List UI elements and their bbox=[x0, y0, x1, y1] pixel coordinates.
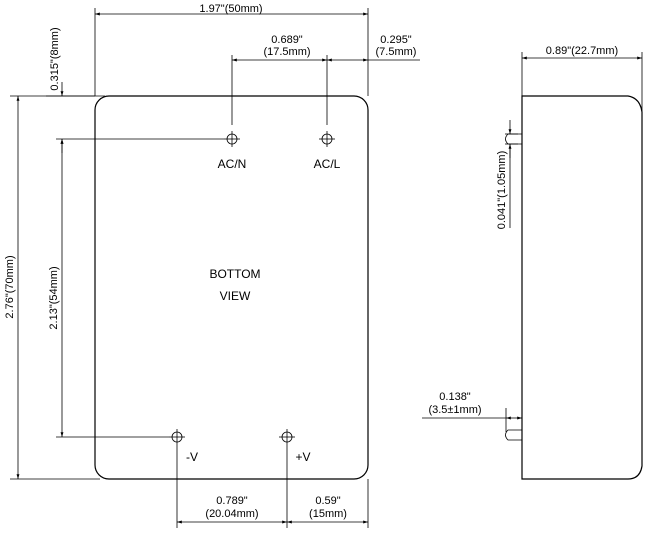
dim-pin-spacing-top: 0.689" (17.5mm) bbox=[231, 34, 328, 125]
side-view-outline bbox=[521, 95, 643, 480]
dim-top-offset-text: 0.315"(8mm) bbox=[49, 27, 61, 90]
dim-right-offset-bottom-in: 0.59" bbox=[315, 495, 340, 507]
pin-label-vneg: -V bbox=[186, 450, 198, 464]
pin-vpos-symbol bbox=[279, 429, 295, 445]
dim-right-offset-bottom: 0.59" (15mm) bbox=[287, 495, 368, 524]
bottom-view-outline bbox=[94, 95, 369, 480]
pin-acl-symbol bbox=[319, 131, 335, 147]
dim-top-offset: 0.315"(8mm) bbox=[46, 27, 224, 153]
dim-right-offset-bottom-mm: (15mm) bbox=[309, 508, 347, 520]
side-pin-bottom bbox=[505, 429, 522, 441]
dim-pin-spacing-bottom-mm: (20.04mm) bbox=[205, 508, 258, 520]
dim-width: 1.97"(50mm) bbox=[94, 3, 369, 96]
pin-label-acn: AC/N bbox=[218, 157, 247, 171]
bottom-view-title-line2: VIEW bbox=[220, 289, 251, 303]
dim-pin-length-mm: (3.5±1mm) bbox=[428, 404, 481, 416]
dim-pin-length: 0.138" (3.5±1mm) bbox=[422, 391, 522, 432]
dim-pin-length-in: 0.138" bbox=[439, 391, 471, 403]
bottom-view-title-line1: BOTTOM bbox=[209, 267, 260, 281]
dim-pin-diameter: 0.041"(1.05mm) bbox=[496, 120, 518, 229]
side-pin-top bbox=[505, 133, 522, 145]
dim-pin-spacing-bottom-in: 0.789" bbox=[216, 495, 248, 507]
side-view: 0.89"(22.7mm) 0.041"(1.05mm) 0.138" (3.5… bbox=[422, 45, 643, 480]
dim-pin-vertical-spacing-text: 2.13"(54mm) bbox=[48, 266, 60, 329]
dim-right-offset-top-mm: (7.5mm) bbox=[376, 46, 417, 58]
dim-right-offset-top: 0.295" (7.5mm) bbox=[327, 34, 420, 62]
dim-height: 2.76"(70mm) bbox=[4, 95, 100, 480]
pin-label-vpos: +V bbox=[295, 450, 310, 464]
pin-vneg-symbol bbox=[169, 429, 185, 445]
dim-depth: 0.89"(22.7mm) bbox=[521, 45, 643, 112]
dim-pin-vertical-spacing: 2.13"(54mm) bbox=[48, 139, 169, 438]
dim-pin-diameter-text: 0.041"(1.05mm) bbox=[496, 151, 508, 230]
dim-width-text: 1.97"(50mm) bbox=[199, 3, 262, 15]
dim-pin-spacing-bottom: 0.789" (20.04mm) bbox=[176, 445, 369, 528]
dim-pin-spacing-top-in: 0.689" bbox=[271, 34, 303, 46]
dim-height-text: 2.76"(70mm) bbox=[4, 255, 16, 318]
dim-right-offset-top-in: 0.295" bbox=[380, 34, 412, 46]
pin-acn-symbol bbox=[224, 131, 240, 147]
dim-depth-text: 0.89"(22.7mm) bbox=[546, 45, 618, 57]
dim-pin-spacing-top-mm: (17.5mm) bbox=[263, 46, 310, 58]
bottom-view: BOTTOM VIEW AC/N AC/L -V +V bbox=[4, 3, 420, 528]
pin-label-acl: AC/L bbox=[314, 157, 341, 171]
